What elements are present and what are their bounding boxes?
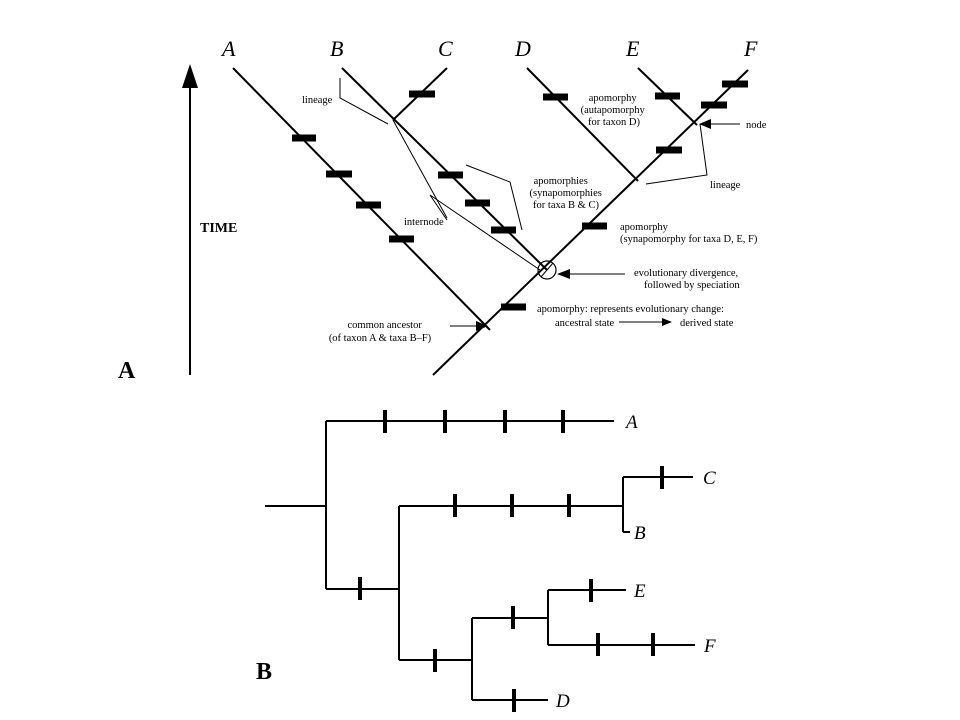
lineage-left-label: lineage [302, 95, 333, 106]
taxon-label-e: E [625, 36, 640, 61]
lineage-b [341, 67, 548, 271]
internode-pointer [392, 119, 448, 219]
divergence-arrow [557, 269, 625, 279]
autapomorphy-note: apomorphy (autapomorphy for taxon D) [581, 93, 648, 128]
synapomorphies-bc-note: apomorphies (synapomorphies for taxa B &… [530, 176, 605, 211]
clado-label-e: E [633, 581, 646, 602]
clado-label-c: C [703, 468, 716, 489]
panel-b-label: B [256, 659, 272, 685]
panel-a-label: A [118, 358, 136, 384]
taxon-label-b: B [330, 36, 343, 61]
lineage-right-bracket [645, 123, 708, 185]
time-arrow [182, 64, 198, 375]
common-ancestor-note: common ancestor (of taxon A & taxa B–F) [329, 320, 432, 344]
taxon-label-c: C [438, 36, 453, 61]
lineage-d [526, 67, 639, 182]
lineage-left-bracket [339, 78, 389, 125]
taxon-label-f: F [743, 36, 758, 61]
state-change-arrow [619, 318, 672, 326]
node-label: node [746, 120, 767, 131]
apomorphy-change-note: apomorphy: represents evolutionary chang… [537, 304, 734, 329]
panel-b: B [256, 410, 716, 712]
divergence-note: evolutionary divergence, followed by spe… [634, 268, 741, 291]
internode-bracket [429, 194, 541, 271]
lineage-right-label: lineage [710, 180, 741, 191]
synapomorphy-def-note: apomorphy (synapomorphy for taxa D, E, F… [620, 222, 758, 245]
taxon-label-a: A [220, 36, 236, 61]
clado-label-b: B [634, 523, 646, 544]
taxon-label-d: D [514, 36, 531, 61]
lineage-a [232, 67, 491, 331]
clado-label-f: F [703, 636, 716, 657]
common-ancestor-arrow [450, 321, 488, 331]
clado-label-d: D [555, 691, 570, 712]
synapomorphies-bracket [465, 164, 523, 231]
internode-label: internode [404, 217, 444, 228]
panel-a: TIME A A B C D E F [118, 36, 767, 384]
apomorphy-bars-a [292, 80, 748, 311]
node-arrow [699, 119, 740, 129]
clado-label-a: A [624, 412, 638, 433]
character-ticks-b [358, 410, 664, 712]
time-label: TIME [200, 221, 237, 236]
divergence-node-circle [537, 260, 557, 280]
